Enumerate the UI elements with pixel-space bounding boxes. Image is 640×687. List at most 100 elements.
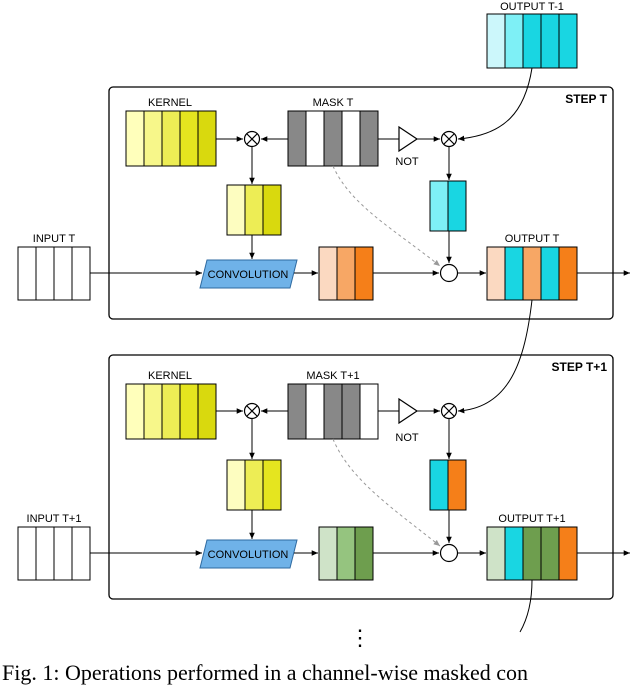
channel-cell — [226, 184, 246, 236]
step-frame — [108, 86, 614, 320]
channel-cell — [197, 110, 217, 167]
step-title: STEP T — [565, 92, 607, 106]
channel-cell — [429, 459, 449, 511]
channel-cell — [179, 383, 199, 440]
channel-cell — [53, 246, 73, 301]
mask-label: MASK T — [313, 97, 354, 109]
kernel-label: KERNEL — [148, 97, 192, 109]
multiply-node-previous — [440, 130, 458, 148]
channel-cell — [17, 526, 37, 581]
channel-cell — [35, 526, 55, 581]
channel-cell — [262, 184, 282, 236]
channel-cell — [143, 110, 163, 167]
multiply-node-kernel — [243, 402, 261, 420]
conv-output-block — [318, 526, 374, 581]
channel-cell — [429, 180, 449, 232]
channel-cell — [522, 13, 542, 69]
arrow-output-to-next-step — [519, 579, 533, 633]
channel-cell — [504, 246, 524, 301]
not-gate — [398, 125, 419, 153]
channel-cell — [504, 526, 524, 581]
channel-cell — [540, 526, 560, 581]
channel-cell — [71, 246, 91, 301]
channel-cell — [522, 526, 542, 581]
channel-cell — [287, 110, 307, 167]
channel-cell — [341, 110, 361, 167]
channel-cell — [71, 526, 91, 581]
filtered-kernel-block — [226, 184, 282, 236]
channel-cell — [558, 13, 578, 69]
channel-cell — [262, 459, 282, 511]
channel-cell — [486, 13, 506, 69]
mask-block — [287, 110, 379, 167]
step-t-plus-1-panel: STEP T+1 KERNEL MASK T+1 INPUT T+1 OUTPU… — [17, 299, 630, 633]
channel-cell — [540, 13, 560, 69]
not-gate — [398, 397, 419, 425]
filtered-kernel-block — [226, 459, 282, 511]
channel-cell — [486, 246, 506, 301]
convolution-box: CONVOLUTION — [199, 259, 298, 289]
multiply-node-kernel — [243, 130, 261, 148]
output-prev-label: OUTPUT T-1 — [500, 1, 564, 13]
channel-cell — [305, 383, 325, 440]
channel-cell — [244, 459, 264, 511]
channel-cell — [125, 110, 145, 167]
output-block — [486, 246, 578, 301]
channel-cell — [161, 383, 181, 440]
masked-convolution-diagram: OUTPUT T-1 STEP T KERNEL MASK T INPUT T … — [17, 1, 630, 650]
mask-label: MASK T+1 — [306, 370, 359, 382]
channel-cell — [336, 246, 356, 301]
channel-cell — [35, 246, 55, 301]
channel-cell — [447, 459, 467, 511]
channel-cell — [354, 526, 374, 581]
input-block — [17, 526, 91, 581]
channel-cell — [504, 13, 524, 69]
step-title: STEP T+1 — [552, 360, 608, 374]
channel-cell — [336, 526, 356, 581]
add-node — [439, 263, 459, 283]
channel-cell — [359, 110, 379, 167]
mask-dashed-connector — [332, 438, 441, 547]
mask-dashed-connector — [332, 165, 441, 267]
channel-cell — [540, 246, 560, 301]
kernel-block — [125, 383, 217, 440]
channel-cell — [323, 383, 343, 440]
channel-cell — [244, 184, 264, 236]
channel-cell — [53, 526, 73, 581]
output-block — [486, 526, 578, 581]
figure-caption: Fig. 1: Operations performed in a channe… — [2, 660, 529, 685]
mask-block — [287, 383, 379, 440]
channel-cell — [323, 110, 343, 167]
output-label: OUTPUT T+1 — [498, 513, 565, 525]
arrow-prev-output-to-multiply — [457, 299, 533, 414]
channel-cell — [486, 526, 506, 581]
not-label: NOT — [395, 156, 419, 168]
add-node — [439, 543, 459, 563]
step-t-panel: STEP T KERNEL MASK T INPUT T OUTPUT T NO… — [17, 67, 630, 320]
channel-cell — [305, 110, 325, 167]
step-frame — [108, 354, 614, 600]
arrow-prev-output-to-multiply — [457, 67, 533, 142]
channel-cell — [318, 526, 338, 581]
channel-cell — [522, 246, 542, 301]
channel-cell — [161, 110, 181, 167]
previous-output-masked-block — [429, 459, 467, 511]
channel-cell — [226, 459, 246, 511]
conv-output-block — [318, 246, 374, 301]
channel-cell — [125, 383, 145, 440]
convolution-label: CONVOLUTION — [208, 269, 289, 281]
channel-cell — [17, 246, 37, 301]
convolution-box: CONVOLUTION — [199, 539, 298, 569]
channel-cell — [359, 383, 379, 440]
input-label: INPUT T+1 — [27, 513, 82, 525]
channel-cell — [354, 246, 374, 301]
multiply-node-previous — [440, 402, 458, 420]
channel-cell — [318, 246, 338, 301]
channel-cell — [197, 383, 217, 440]
convolution-label: CONVOLUTION — [208, 549, 289, 561]
channel-cell — [447, 180, 467, 232]
channel-cell — [287, 383, 307, 440]
continuation-dots: ⋮ — [349, 625, 371, 650]
channel-cell — [558, 526, 578, 581]
channel-cell — [341, 383, 361, 440]
